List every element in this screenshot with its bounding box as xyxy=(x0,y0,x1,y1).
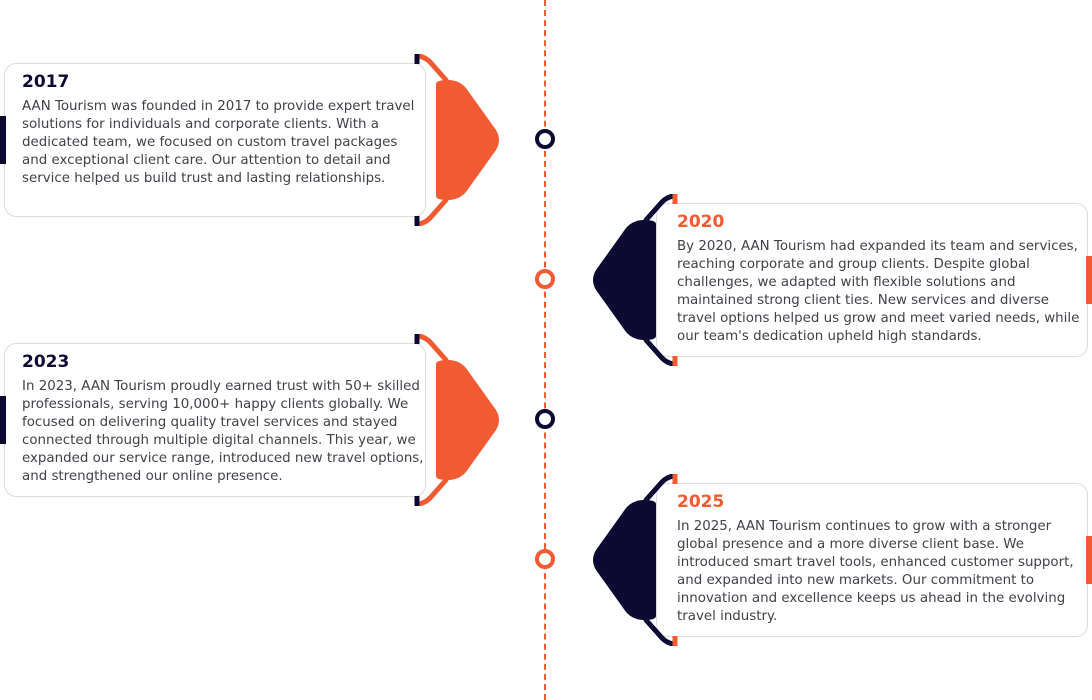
timeline-description: In 2025, AAN Tourism continues to grow w… xyxy=(677,519,1074,624)
timeline-year: 2023 xyxy=(22,352,70,372)
card-edge-bar xyxy=(1086,536,1092,584)
timeline-card-2023: 2023 In 2023, AAN Tourism proudly earned… xyxy=(4,343,426,497)
timeline-description: AAN Tourism was founded in 2017 to provi… xyxy=(22,99,415,186)
timeline-node-2025 xyxy=(535,549,555,569)
card-edge-bar xyxy=(0,116,6,164)
card-edge-bar xyxy=(0,396,6,444)
timeline-card-2017: 2017 AAN Tourism was founded in 2017 to … xyxy=(4,63,426,217)
arrow-connector-right xyxy=(414,54,499,226)
timeline-year: 2020 xyxy=(677,212,725,232)
timeline-node-2023 xyxy=(535,409,555,429)
timeline-node-2020 xyxy=(535,269,555,289)
timeline-card-2025: 2025 In 2025, AAN Tourism continues to g… xyxy=(656,483,1088,637)
card-edge-bar xyxy=(1086,256,1092,304)
arrow-connector-right xyxy=(414,334,499,506)
timeline-year: 2025 xyxy=(677,492,725,512)
arrow-connector-left xyxy=(593,474,678,646)
timeline-card-2020: 2020 By 2020, AAN Tourism had expanded i… xyxy=(656,203,1088,357)
timeline-description: By 2020, AAN Tourism had expanded its te… xyxy=(677,239,1080,344)
timeline-line xyxy=(544,0,546,700)
timeline-year: 2017 xyxy=(22,72,70,92)
arrow-connector-left xyxy=(593,194,678,366)
timeline-node-2017 xyxy=(535,129,555,149)
timeline-description: In 2023, AAN Tourism proudly earned trus… xyxy=(22,379,424,484)
